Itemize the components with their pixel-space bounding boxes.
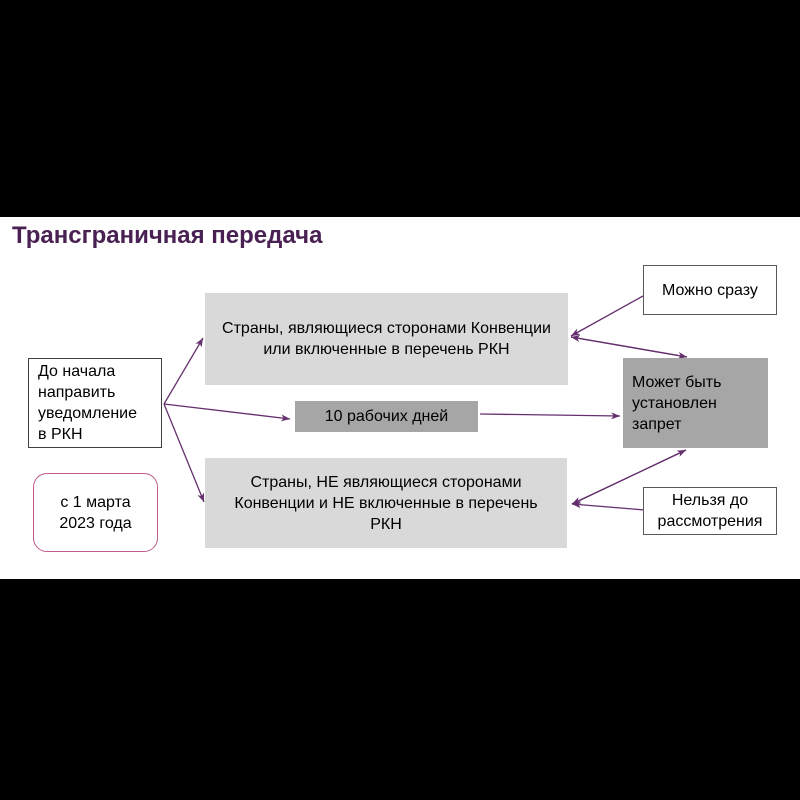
node-non-convention-countries: Страны, НЕ являющиеся сторонами Конвенци… (205, 458, 567, 548)
node-possible-ban: Может быть установлен запрет (623, 358, 768, 448)
node-not-before-review: Нельзя до рассмотрения (643, 487, 777, 535)
node-allowed-immediately: Можно сразу (643, 265, 777, 315)
page-title: Трансграничная передача (12, 222, 323, 249)
node-working-days: 10 рабочих дней (295, 401, 478, 432)
node-convention-countries: Страны, являющиеся сторонами Конвенции и… (205, 293, 568, 385)
node-start-notify-rkn: До начала направить уведомление в РКН (28, 358, 162, 448)
node-effective-date: с 1 марта 2023 года (33, 473, 158, 552)
